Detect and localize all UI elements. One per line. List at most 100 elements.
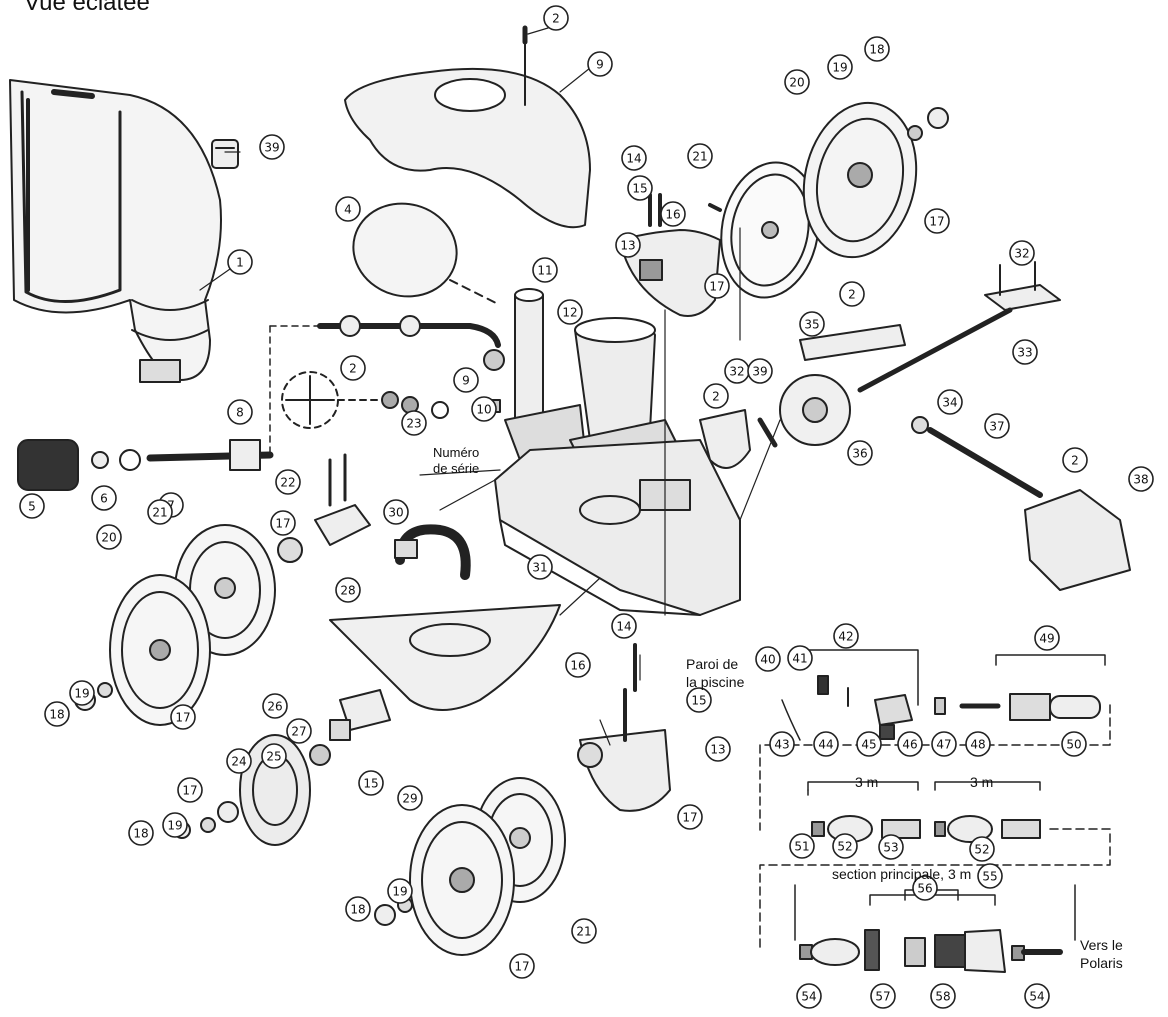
callout-circle xyxy=(226,748,252,774)
callout-circle xyxy=(931,731,957,757)
callout-number: 42 xyxy=(838,630,853,644)
callout-c-17-l: 17 xyxy=(270,510,296,536)
callout-c-15-t: 15 xyxy=(627,175,653,201)
hose-length-label-2: 3 m xyxy=(970,774,994,790)
front-hose-5-6-7 xyxy=(17,439,274,491)
callout-circle xyxy=(335,196,361,222)
callout-number: 48 xyxy=(970,738,985,752)
callout-number: 21 xyxy=(152,506,167,520)
callout-circle xyxy=(571,918,597,944)
callout-c-26: 26 xyxy=(262,693,288,719)
callout-number: 19 xyxy=(167,819,182,833)
callout-c-4: 4 xyxy=(335,196,361,222)
callout-c-19-l: 19 xyxy=(69,680,95,706)
callout-number: 2 xyxy=(712,390,720,404)
callout-c-35: 35 xyxy=(799,311,825,337)
callout-circle xyxy=(703,383,729,409)
callout-circle xyxy=(755,646,781,672)
screws-misc xyxy=(633,193,722,692)
callout-c-18-tr: 18 xyxy=(864,36,890,62)
parts-26-27-29 xyxy=(329,689,391,741)
hose-assembly xyxy=(269,315,501,456)
part-39-clip xyxy=(211,139,239,169)
callout-c-52-b: 52 xyxy=(969,836,995,862)
callout-circle xyxy=(856,731,882,757)
callout-number: 52 xyxy=(837,840,852,854)
callout-circle xyxy=(1024,983,1050,1009)
side-shield-top xyxy=(619,229,721,317)
callout-number: 49 xyxy=(1039,632,1054,646)
callout-circle xyxy=(847,440,873,466)
callout-c-18-bl: 18 xyxy=(128,820,154,846)
callout-circle xyxy=(509,953,535,979)
callout-c-21-b: 21 xyxy=(571,918,597,944)
callout-number: 2 xyxy=(1071,454,1079,468)
callout-circle xyxy=(96,524,122,550)
callout-number: 50 xyxy=(1066,738,1081,752)
callout-c-45: 45 xyxy=(856,731,882,757)
callout-number: 17 xyxy=(182,784,197,798)
callout-number: 6 xyxy=(100,492,108,506)
callout-circle xyxy=(557,299,583,325)
callout-c-31: 31 xyxy=(527,554,553,580)
callout-number: 17 xyxy=(682,811,697,825)
callout-number: 19 xyxy=(392,885,407,899)
pool-wall-text: Paroi de la piscine xyxy=(686,656,745,690)
callout-c-39-top: 39 xyxy=(259,134,285,160)
callout-circle xyxy=(340,355,366,381)
callout-number: 12 xyxy=(562,306,577,320)
callout-c-14-t: 14 xyxy=(621,145,647,171)
housing-38 xyxy=(1024,489,1131,591)
callout-c-52-a: 52 xyxy=(832,833,858,859)
leader-lines xyxy=(199,27,781,746)
plate-35 xyxy=(799,324,906,361)
callout-circle xyxy=(984,413,1010,439)
callout-number: 55 xyxy=(982,870,997,884)
callout-c-13-b: 13 xyxy=(705,736,731,762)
callout-number: 15 xyxy=(363,777,378,791)
callout-circle xyxy=(387,878,413,904)
callout-number: 44 xyxy=(818,738,833,752)
callout-c-55: 55 xyxy=(977,863,1003,889)
diagram-title: Vue éclatée xyxy=(24,0,150,16)
callout-circle xyxy=(275,469,301,495)
callout-circle xyxy=(543,5,569,31)
callout-circle xyxy=(627,175,653,201)
callout-circle xyxy=(401,410,427,436)
callout-circle xyxy=(1009,240,1035,266)
top-outer-wheel xyxy=(802,101,918,259)
callout-circle xyxy=(358,770,384,796)
callout-c-25: 25 xyxy=(261,743,287,769)
callout-number: 2 xyxy=(848,288,856,302)
callout-number: 16 xyxy=(665,208,680,222)
callout-c-17-bb: 17 xyxy=(509,953,535,979)
callout-number: 15 xyxy=(632,182,647,196)
callout-circle xyxy=(1012,339,1038,365)
callout-c-53: 53 xyxy=(878,834,904,860)
callout-number: 35 xyxy=(804,318,819,332)
callout-circle xyxy=(864,36,890,62)
callout-number: 18 xyxy=(49,708,64,722)
pool-wall-label: Paroi de la piscine xyxy=(686,655,744,691)
callout-number: 26 xyxy=(267,700,282,714)
callout-circle xyxy=(615,232,641,258)
tube-part-11 xyxy=(504,288,586,461)
callout-c-18-b: 18 xyxy=(345,896,371,922)
callout-number: 22 xyxy=(280,476,295,490)
callout-circle xyxy=(977,863,1003,889)
callout-circle xyxy=(44,701,70,727)
callout-c-18-l: 18 xyxy=(44,701,70,727)
callout-c-2-br: 2 xyxy=(1062,447,1088,473)
callout-c-54-l: 54 xyxy=(796,983,822,1009)
callout-circle xyxy=(677,804,703,830)
callout-circle xyxy=(128,820,154,846)
callout-c-24: 24 xyxy=(226,748,252,774)
callout-number: 40 xyxy=(760,653,775,667)
callout-number: 30 xyxy=(388,506,403,520)
callout-circle xyxy=(832,833,858,859)
callout-number: 18 xyxy=(869,43,884,57)
callout-c-20-tr: 20 xyxy=(784,69,810,95)
callout-circle xyxy=(747,358,773,384)
callout-c-15-m: 15 xyxy=(358,770,384,796)
